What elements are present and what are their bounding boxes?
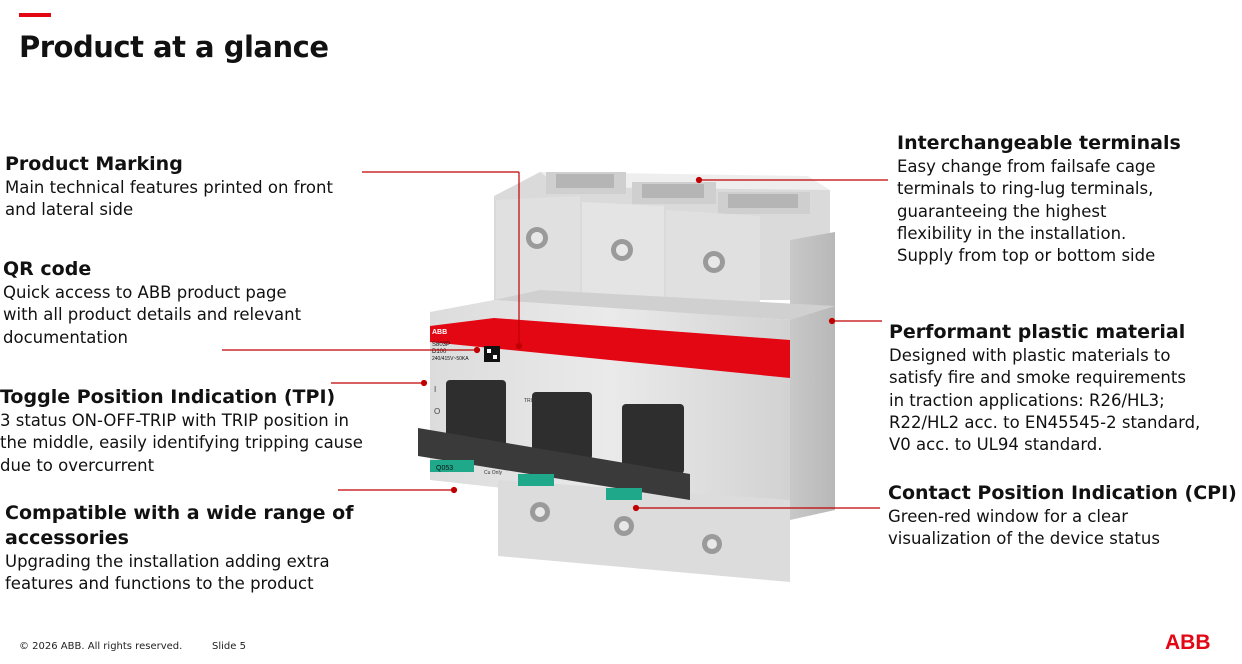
callout-tpi-line: 3 status ON-OFF-TRIP with TRIP position … [0, 411, 349, 430]
callout-tpi-title: Toggle Position Indication (TPI) [0, 386, 336, 408]
callout-accessories-title: accessories [5, 527, 129, 549]
callout-cpi-title: Contact Position Indication (CPI) [888, 482, 1237, 504]
callout-plastic-line: Designed with plastic materials to [889, 346, 1171, 365]
callout-terminals: Interchangeable terminals Easy change fr… [897, 131, 1181, 267]
callout-terminals-line: guaranteeing the highest [897, 201, 1107, 221]
callout-cpi-line: Green-red window for a clear [888, 507, 1129, 526]
abb-logo-text: ABB [1165, 631, 1211, 652]
callout-plastic-title: Performant plastic material [889, 321, 1186, 343]
callout-plastic-line: R22/HL2 acc. to EN45545-2 standard, [889, 412, 1201, 432]
device-toggle-off: O [434, 407, 440, 416]
device-model: S803P [432, 342, 450, 348]
callout-tpi-line: the middle, easily identifying tripping … [0, 433, 363, 453]
callout-cpi-line: visualization of the device status [888, 529, 1160, 549]
footer-slide-number: Slide 5 [212, 641, 246, 652]
accent-bar [19, 13, 51, 17]
device-voltage: 240/415V~50KA [432, 356, 469, 362]
callout-product-marking: Product Marking Main technical features … [5, 152, 333, 222]
top-terminal-2 [632, 182, 716, 204]
top-terminal-3 [718, 192, 810, 214]
footer-copyright: © 2026 ABB. All rights reserved. [19, 641, 183, 652]
device-code: Q053 [436, 465, 453, 472]
device-brand: ABB [432, 329, 447, 336]
callout-terminals-line: Supply from top or bottom side [897, 246, 1156, 266]
callout-cpi: Contact Position Indication (CPI) Green-… [888, 481, 1237, 551]
callout-plastic-line: in traction applications: R26/HL3; [889, 390, 1165, 410]
callout-product-marking-line: and lateral side [5, 200, 134, 220]
callout-accessories-title: Compatible with a wide range of [5, 502, 354, 524]
callout-terminals-line: flexibility in the installation. [897, 223, 1127, 243]
device-cu-only: Cu Only [484, 470, 503, 476]
callout-terminals-line: Easy change from failsafe cage [897, 157, 1156, 176]
callout-terminals-title: Interchangeable terminals [897, 132, 1181, 154]
callout-product-marking-title: Product Marking [5, 153, 183, 175]
callout-qr-code-line: documentation [3, 327, 128, 347]
device-rating: D100 [432, 349, 447, 355]
callout-terminals-line: terminals to ring-lug terminals, [897, 179, 1154, 199]
device-trip-label: TRIP [524, 398, 536, 404]
callout-plastic: Performant plastic material Designed wit… [889, 320, 1200, 456]
device-toggle-on: I [434, 385, 436, 394]
callout-accessories: Compatible with a wide range of accessor… [5, 501, 353, 596]
callout-qr-code-line: with all product details and relevant [3, 305, 302, 325]
callout-plastic-line: satisfy fire and smoke requirements [889, 368, 1186, 388]
callout-plastic-line: V0 acc. to UL94 standard. [889, 435, 1103, 455]
callout-tpi: Toggle Position Indication (TPI) 3 statu… [0, 385, 363, 477]
callout-qr-code-title: QR code [3, 258, 92, 280]
callout-product-marking-line: Main technical features printed on front [5, 178, 333, 197]
page-title: Product at a glance [19, 30, 329, 64]
callout-accessories-line: features and functions to the product [5, 574, 314, 594]
callout-qr-code-line: Quick access to ABB product page [3, 283, 287, 302]
callout-qr-code: QR code Quick access to ABB product page… [3, 257, 301, 349]
top-terminal-1 [546, 172, 626, 194]
callout-accessories-line: Upgrading the installation adding extra [5, 552, 330, 571]
callout-tpi-line: due to overcurrent [0, 455, 155, 475]
abb-logo: ABB [1165, 631, 1211, 652]
